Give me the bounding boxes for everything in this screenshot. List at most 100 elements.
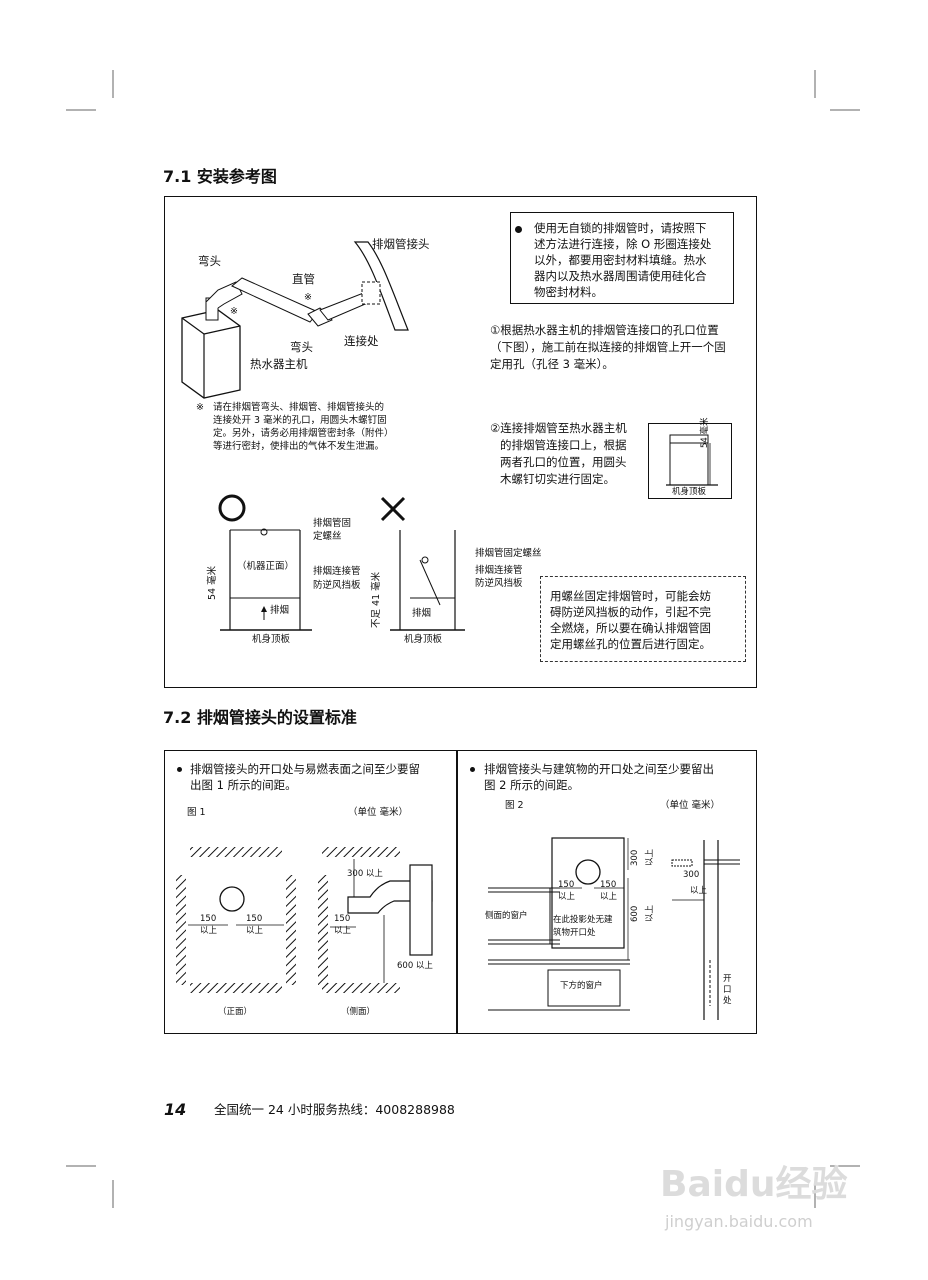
f2-up300b: 以上 xyxy=(690,886,708,896)
f1-side: （侧面） xyxy=(341,1007,376,1017)
label-elbow-b: 弯头 xyxy=(290,340,313,354)
left-fig-label: 图 1 xyxy=(187,807,206,818)
ok-screw-1: 排烟管固 xyxy=(313,518,352,529)
section-title-7-1: 7.1 安装参考图 xyxy=(163,167,277,186)
small-fig-base: 机身顶板 xyxy=(672,487,707,497)
right-bullet-icon xyxy=(470,767,475,772)
f2-opening-1: 开 xyxy=(723,974,732,984)
f2-opening-3: 处 xyxy=(723,996,732,1006)
warning-line-4: 定用螺丝孔的位置后进行固定。 xyxy=(550,637,711,651)
install-reference-panel xyxy=(164,196,757,688)
ok-screw-2: 定螺丝 xyxy=(313,531,342,542)
step1-line-1: ①根据热水器主机的排烟管连接口的孔口位置 xyxy=(490,323,719,337)
panel-divider xyxy=(456,750,458,1034)
f1-d150c: 150 xyxy=(334,914,351,924)
flue-standard-panel xyxy=(164,750,757,1034)
label-connection: 连接处 xyxy=(344,334,379,348)
section-title-7-2: 7.2 排烟管接头的设置标准 xyxy=(163,708,357,727)
service-hotline: 全国统一 24 小时服务热线：4008288988 xyxy=(214,1102,455,1117)
f2-d150a: 150 xyxy=(558,880,575,890)
label-straight-pipe: 直管 xyxy=(292,272,315,286)
bullet-icon xyxy=(515,226,522,233)
figure-1-drawing xyxy=(176,847,433,993)
connector-detail-figure xyxy=(648,423,732,499)
ok-exhaust: 排烟 xyxy=(270,605,290,616)
step2-line-3: 两者孔口的位置，用圆头 xyxy=(500,455,627,469)
warning-line-3: 全燃烧，所以要在确认排烟管固 xyxy=(550,621,711,635)
ok-pipe: 排烟连接管 xyxy=(313,566,361,577)
label-mark-1: ※ xyxy=(304,292,312,303)
ok-baffle: 防逆风挡板 xyxy=(313,580,361,591)
warning-line-1: 用螺丝固定排烟管时，可能会妨 xyxy=(550,589,711,603)
warning-line-2: 碍防逆风挡板的动作，引起不完 xyxy=(550,605,711,619)
note-line-3: 定。另外，请务必用排烟管密封条（附件） xyxy=(213,428,394,439)
f2-opening-2: 口 xyxy=(723,985,732,995)
note-line-4: 等进行密封，使排出的气体不发生泄漏。 xyxy=(213,441,385,452)
f2-up300: 以上 xyxy=(645,848,655,866)
f2-no-opening-1: 在此投影处无建 xyxy=(553,915,613,925)
left-unit: （单位 毫米） xyxy=(348,807,409,818)
f1-front: （正面） xyxy=(218,1007,253,1017)
left-bullet-line-2: 出图 1 所示的间距。 xyxy=(190,778,297,792)
ok-mark-circle-icon xyxy=(218,494,246,522)
right-bullet-line-1: 排烟管接头与建筑物的开口处之间至少要留出 xyxy=(484,762,714,776)
step1-line-3: 定用孔（孔径 3 毫米）。 xyxy=(490,357,614,371)
f1-d150a: 150 xyxy=(200,914,217,924)
ng-installation-drawing xyxy=(390,530,465,631)
f1-upa: 以上 xyxy=(200,926,218,936)
label-flue-joint: 排烟管接头 xyxy=(372,237,430,251)
f1-upb: 以上 xyxy=(246,926,264,936)
right-bullet-line-2: 图 2 所示的间距。 xyxy=(484,778,580,792)
right-fig-label: 图 2 xyxy=(505,800,524,811)
ng-screw: 排烟管固定螺丝 xyxy=(475,548,542,559)
ok-base: 机身顶板 xyxy=(252,634,291,645)
label-mark-2: ※ xyxy=(230,306,238,317)
watermark-brand: Baidu经验 xyxy=(660,1164,848,1205)
bullet-line-5: 物密封材料。 xyxy=(534,285,603,299)
unlocked-pipe-note-box xyxy=(510,212,734,304)
warning-dashed-box xyxy=(540,576,746,662)
f1-d300: 300 以上 xyxy=(347,869,383,879)
ng-pipe: 排烟连接管 xyxy=(475,565,523,576)
ok-installation-drawing xyxy=(220,528,312,631)
figure-2-drawing xyxy=(488,837,740,1020)
ok-front: （机器正面） xyxy=(237,561,295,572)
installation-illustration xyxy=(181,241,409,399)
page-number: 14 xyxy=(164,1100,187,1119)
watermark-url: jingyan.baidu.com xyxy=(665,1212,813,1231)
note-line-2: 连接处开 3 毫米的孔口，用圆头木螺钉固 xyxy=(213,415,387,426)
ng-baffle: 防逆风挡板 xyxy=(475,578,523,589)
ng-dim: 不足 41 毫米 xyxy=(371,571,382,628)
f2-upb: 以上 xyxy=(600,892,618,902)
bullet-line-1: 使用无自锁的排烟管时，请按照下 xyxy=(534,221,707,235)
step2-line-2: 的排烟管连接口上，根据 xyxy=(500,438,627,452)
ok-dim: 54 毫米 xyxy=(207,565,218,600)
f2-side-window: 侧面的窗户 xyxy=(485,911,528,921)
left-bullet-line-1: 排烟管接头的开口处与易燃表面之间至少要留 xyxy=(190,762,420,776)
f2-d600: 600 xyxy=(630,905,640,922)
f2-up600: 以上 xyxy=(645,904,655,922)
right-unit: （单位 毫米） xyxy=(660,800,721,811)
f2-no-opening-2: 筑物开口处 xyxy=(553,928,596,938)
ng-mark-cross-icon xyxy=(380,496,406,522)
f2-d150b: 150 xyxy=(600,880,617,890)
note-mark: ※ xyxy=(196,402,204,413)
step2-line-1: ②连接排烟管至热水器主机 xyxy=(490,421,627,435)
label-heater-main: 热水器主机 xyxy=(250,357,308,371)
f2-d300: 300 xyxy=(630,849,640,866)
label-elbow-a: 弯头 xyxy=(198,254,221,268)
f2-d300b: 300 xyxy=(683,870,700,880)
ng-base: 机身顶板 xyxy=(404,634,443,645)
step1-line-2: （下图），施工前在拟连接的排烟管上开一个固 xyxy=(490,340,726,354)
f1-d150b: 150 xyxy=(246,914,263,924)
f1-d600: 600 以上 xyxy=(397,961,433,971)
f2-upa: 以上 xyxy=(558,892,576,902)
connector-detail-drawing xyxy=(666,434,718,486)
f2-lower-window: 下方的窗户 xyxy=(560,981,603,991)
bullet-line-3: 以外，都要用密封材料填缝。热水 xyxy=(534,253,707,267)
note-line-1: 请在排烟管弯头、排烟管、排烟管接头的 xyxy=(213,402,385,413)
bullet-line-2: 述方法进行连接，除 O 形圈连接处 xyxy=(534,237,712,251)
step2-line-4: 木螺钉切实进行固定。 xyxy=(500,472,615,486)
bullet-line-4: 器内以及热水器周围请使用硅化合 xyxy=(534,269,707,283)
